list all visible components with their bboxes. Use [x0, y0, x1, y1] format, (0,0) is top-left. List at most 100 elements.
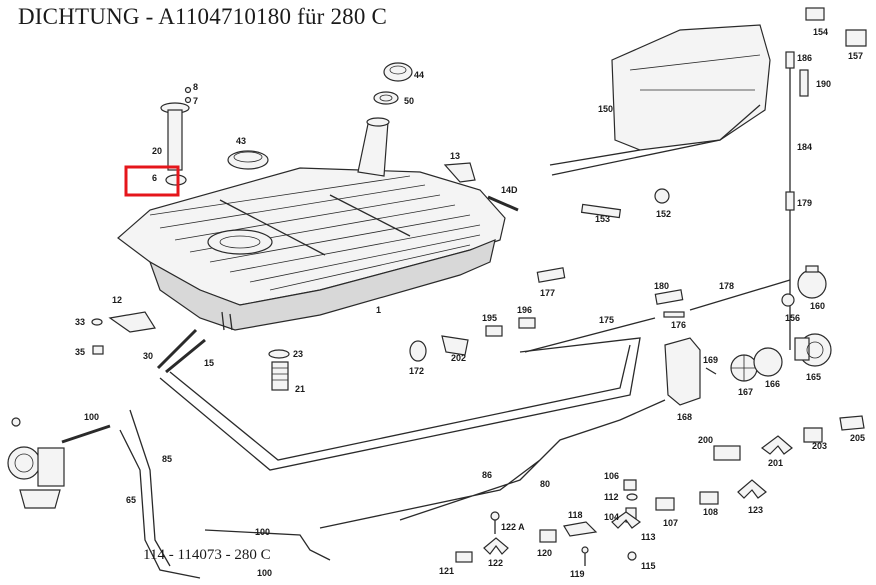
screw-122a[interactable] [490, 511, 500, 534]
label-6: 6 [152, 173, 157, 183]
label-175: 175 [599, 315, 614, 325]
screw-169[interactable] [705, 367, 717, 375]
label-85: 85 [162, 454, 172, 464]
label-184: 184 [797, 142, 812, 152]
label-122a: 122 A [501, 522, 525, 532]
gasket-23[interactable] [268, 349, 290, 359]
fuel-tank[interactable] [117, 117, 506, 331]
cover-166[interactable] [753, 347, 783, 377]
label-150: 150 [598, 104, 613, 114]
clip-154[interactable] [805, 7, 825, 21]
hose-153[interactable] [580, 203, 622, 219]
label-186: 186 [797, 53, 812, 63]
clip-203[interactable] [803, 427, 823, 443]
label-104: 104 [604, 512, 619, 522]
accumulator-150[interactable] [549, 24, 771, 176]
cap-44[interactable] [383, 62, 413, 82]
clip-122[interactable] [483, 537, 509, 555]
return-line[interactable] [159, 337, 641, 471]
clip-200[interactable] [713, 445, 741, 461]
label-200: 200 [698, 435, 713, 445]
label-167: 167 [738, 387, 753, 397]
label-160: 160 [810, 301, 825, 311]
clip-121[interactable] [455, 551, 473, 563]
clip-120[interactable] [539, 529, 557, 543]
label-20: 20 [152, 146, 162, 156]
label-13: 13 [450, 151, 460, 161]
line-178[interactable] [689, 279, 791, 311]
valve-160[interactable] [797, 265, 827, 299]
bracket-202[interactable] [441, 335, 469, 356]
label-152: 152 [656, 209, 671, 219]
label-14d: 14D [501, 185, 518, 195]
screw-119[interactable] [581, 546, 589, 566]
sleeve-190[interactable] [799, 69, 809, 97]
clip-201[interactable] [761, 435, 793, 455]
label-203: 203 [812, 441, 827, 451]
cap-172[interactable] [409, 340, 427, 362]
hose-100-top[interactable] [61, 424, 111, 444]
label-106: 106 [604, 471, 619, 481]
fuel-pump[interactable] [7, 417, 65, 509]
label-177: 177 [540, 288, 555, 298]
washer-115[interactable] [627, 551, 637, 561]
label-15: 15 [204, 358, 214, 368]
sleeve-186[interactable] [785, 51, 795, 69]
hose-177[interactable] [536, 267, 566, 283]
clamp-156[interactable] [781, 293, 795, 307]
sleeve-179[interactable] [785, 191, 795, 211]
filter-21[interactable] [271, 361, 289, 391]
clip-123[interactable] [737, 479, 767, 499]
bracket-168[interactable] [664, 337, 701, 406]
clip-157[interactable] [845, 29, 867, 47]
sleeve-176[interactable] [663, 311, 685, 318]
label-166: 166 [765, 379, 780, 389]
label-172: 172 [409, 366, 424, 376]
diagram-footer: 114 - 114073 - 280 C [143, 547, 271, 563]
plug-43[interactable] [227, 150, 269, 170]
clip-108[interactable] [699, 491, 719, 505]
label-80: 80 [540, 479, 550, 489]
cap-106[interactable] [623, 479, 637, 491]
washer-112[interactable] [626, 493, 638, 501]
label-33: 33 [75, 317, 85, 327]
label-176: 176 [671, 320, 686, 330]
label-100c: 100 [257, 568, 272, 578]
hose-180[interactable] [654, 289, 684, 305]
bracket-12[interactable] [108, 311, 156, 333]
line-100-bottom[interactable] [204, 529, 331, 561]
return-line-inner[interactable] [169, 344, 631, 461]
bolt-33[interactable] [91, 318, 103, 326]
label-121: 121 [439, 566, 454, 576]
pump-165[interactable] [794, 333, 832, 367]
nut-35[interactable] [92, 345, 104, 355]
label-43: 43 [236, 136, 246, 146]
pin-14d[interactable] [487, 195, 519, 212]
diagram-title: DICHTUNG - A1104710180 für 280 C [18, 4, 388, 29]
label-1: 1 [376, 305, 381, 315]
ring-50[interactable] [373, 91, 399, 105]
clip-107[interactable] [655, 497, 675, 511]
clip-118[interactable] [563, 521, 598, 537]
label-100a: 100 [84, 412, 99, 422]
wheel-167[interactable] [730, 354, 758, 382]
label-35: 35 [75, 347, 85, 357]
label-201: 201 [768, 458, 783, 468]
bracket-13[interactable] [443, 162, 476, 183]
label-157: 157 [848, 51, 863, 61]
label-120: 120 [537, 548, 552, 558]
sender-unit[interactable] [160, 86, 192, 186]
hose-196[interactable] [518, 317, 536, 329]
clip-195[interactable] [485, 325, 503, 337]
pipe-30-15[interactable] [156, 328, 206, 374]
line-86-80[interactable] [319, 399, 666, 529]
label-115: 115 [641, 561, 656, 571]
cap-152[interactable] [654, 188, 670, 204]
label-65: 65 [126, 495, 136, 505]
label-100b: 100 [255, 527, 270, 537]
clip-205[interactable] [839, 415, 865, 431]
clip-113[interactable] [611, 511, 642, 529]
line-175[interactable] [524, 317, 656, 353]
label-154: 154 [813, 27, 828, 37]
line-85-65[interactable] [119, 409, 201, 579]
